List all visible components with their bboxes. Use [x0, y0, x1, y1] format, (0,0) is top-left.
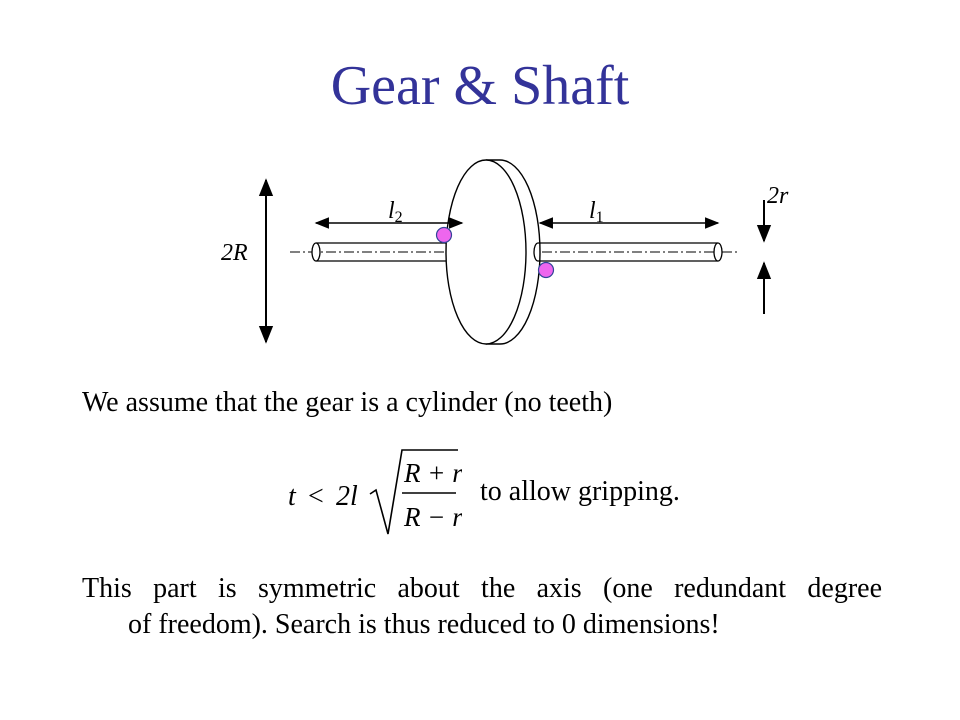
- grip-text: to allow gripping.: [480, 476, 680, 507]
- formula-t: t: [288, 481, 297, 512]
- grip-point-marker-left: [435, 226, 453, 244]
- formula-sqrt-sign: [369, 449, 458, 535]
- slide-title: Gear & Shaft: [330, 55, 630, 117]
- formula-less-than: <: [308, 481, 324, 512]
- formula-numerator: R + r: [403, 458, 462, 488]
- symmetry-text-line-2: of freedom). Search is thus reduced to 0…: [128, 609, 720, 640]
- grip-point-marker-right: [537, 261, 555, 279]
- right-shaft: [533, 242, 723, 262]
- formula-coefficient: 2l: [336, 481, 358, 512]
- label-l1: l1: [589, 198, 604, 226]
- formula-denominator: R − r: [403, 502, 462, 532]
- assumption-text: We assume that the gear is a cylinder (n…: [82, 387, 613, 418]
- label-l2: l2: [388, 198, 403, 226]
- grip-condition-formula: t < 2l R + r R − r: [288, 449, 462, 535]
- symmetry-text-line-1: This part is symmetric about the axis (o…: [82, 573, 882, 604]
- label-2R: 2R: [221, 240, 248, 266]
- gear-disk: [445, 159, 541, 345]
- label-2r: 2r: [767, 183, 789, 209]
